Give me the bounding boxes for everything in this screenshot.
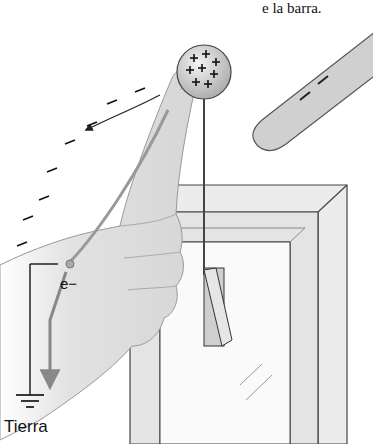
positive-charge [201,64,203,72]
positive-charge [195,78,197,86]
negative-charge [87,122,97,126]
negative-charge [23,216,33,220]
positive-charge [213,70,215,78]
negative-charges [17,88,145,246]
charged-rod [253,28,373,151]
negative-charge [107,100,117,104]
negative-charge [47,168,57,172]
stem-and-leaves [204,98,232,346]
caption-fragment: e la barra. [262,1,322,16]
negative-charge [135,88,145,92]
negative-charge [17,242,27,246]
electron-flow-arrow [86,95,160,130]
ground-label: Tierra [4,418,48,435]
positive-charge [205,50,207,58]
negative-charge [39,196,49,200]
positive-charge [189,66,191,74]
hand [0,68,197,440]
positive-charge [193,54,195,62]
negative-charge [65,140,75,144]
positive-charge [207,80,209,88]
metal-sphere [177,45,231,99]
positive-charge [215,58,217,66]
electron-label: e− [60,276,77,291]
electron-path [70,110,168,262]
